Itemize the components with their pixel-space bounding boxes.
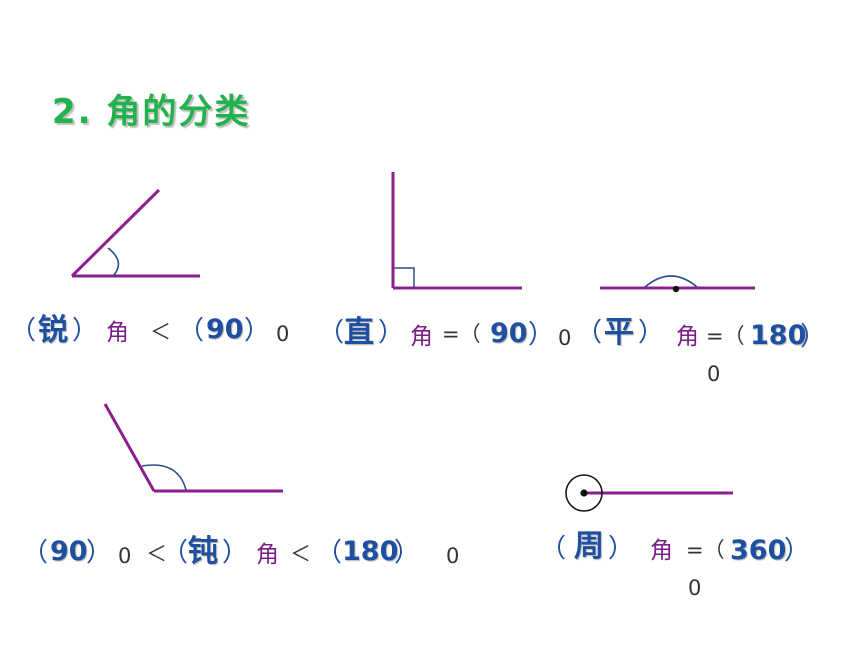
obtuse-relation-right: ＜: [290, 542, 311, 566]
obtuse-word: 角: [256, 542, 279, 568]
acute-relation: ＜: [150, 320, 171, 344]
obtuse-open-paren: （: [162, 538, 189, 568]
page-title: 2. 角的分类: [52, 92, 251, 132]
acute-close-paren: ）: [72, 316, 99, 346]
round-close-paren: ）: [608, 534, 635, 564]
obtuse-upper-bound: 180: [342, 536, 399, 567]
straight-angle-figure: [600, 275, 755, 293]
obtuse-upper-close: ）: [394, 538, 421, 568]
obtuse-answer: 钝: [188, 534, 218, 569]
obtuse-lower-open: （: [22, 538, 49, 568]
obtuse-relation-left: ＜: [146, 542, 167, 566]
obtuse-lower-unit: 0: [118, 544, 132, 568]
acute-degree-unit: 0: [276, 322, 290, 346]
straight-word: 角: [676, 324, 699, 350]
acute-open-paren: （: [10, 316, 37, 346]
right-degree-unit: 0: [558, 326, 572, 350]
straight-bound: 180: [750, 320, 807, 351]
round-angle-figure: [565, 474, 733, 512]
round-bound: 360: [730, 535, 787, 566]
straight-answer: 平: [604, 315, 634, 350]
right-answer: 直: [344, 315, 374, 350]
straight-angle-arc: [644, 275, 698, 288]
straight-bound-close: ）: [800, 322, 827, 352]
obtuse-lower-bound: 90: [50, 536, 88, 567]
obtuse-close-paren: ）: [222, 538, 249, 568]
straight-relation: =（: [706, 324, 745, 348]
obtuse-upper-open: （: [316, 538, 343, 568]
right-word: 角: [410, 324, 433, 350]
round-word: 角: [650, 538, 673, 564]
round-angle-circle: [565, 474, 603, 512]
right-angle-mark: [394, 267, 415, 287]
acute-ray-slanted: [70, 188, 161, 278]
obtuse-angle-figure: [103, 403, 283, 493]
right-close-paren: ）: [378, 318, 405, 348]
straight-open-paren: （: [576, 318, 603, 348]
acute-bound-open: （: [178, 316, 205, 346]
straight-close-paren: ）: [638, 318, 665, 348]
straight-vertex-dot: [672, 285, 680, 293]
right-relation: =（: [442, 322, 481, 346]
acute-bound-close: ）: [244, 316, 271, 346]
round-relation: =（: [686, 538, 725, 562]
round-answer: 周: [574, 529, 604, 564]
right-bound: 90: [490, 318, 528, 349]
obtuse-ray-slanted: [103, 403, 156, 492]
right-angle-figure: [391, 172, 522, 290]
obtuse-degree-unit: 0: [446, 544, 460, 568]
acute-angle-figure: [70, 188, 200, 278]
round-bound-close: ）: [784, 536, 811, 566]
acute-word: 角: [106, 320, 129, 346]
obtuse-angle-arc: [141, 464, 187, 491]
round-vertex-dot: [580, 489, 588, 497]
acute-bound: 90: [206, 314, 244, 345]
acute-angle-arc: [107, 247, 120, 277]
round-open-paren: （: [540, 534, 567, 564]
right-open-paren: （: [318, 318, 345, 348]
right-bound-close: ）: [528, 320, 555, 350]
obtuse-lower-close: ）: [86, 538, 113, 568]
acute-answer: 锐: [38, 313, 68, 348]
straight-degree-unit: 0: [707, 362, 721, 386]
round-degree-unit: 0: [688, 576, 702, 600]
